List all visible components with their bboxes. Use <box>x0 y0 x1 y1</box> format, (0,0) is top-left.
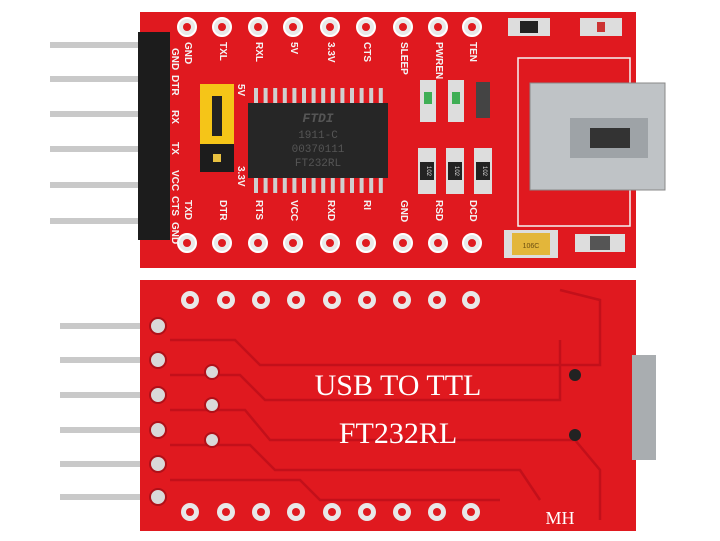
top-board: GND TXL RXL 5V 3.3V CTS SLEEP PWREN TEN TXD DTR RTS… <box>50 12 666 268</box>
chip-brand: FTDI <box>302 111 333 126</box>
bottom-pads <box>149 291 480 521</box>
header-pad <box>149 421 167 439</box>
top-pin-label: TEN <box>467 42 478 62</box>
header-labels: GND DTR RX TX VCC CTS GND <box>169 48 180 244</box>
traces <box>170 288 602 520</box>
tantalum-capacitor <box>512 233 550 255</box>
header-label-tx: TX <box>169 142 180 155</box>
capacitor-code: 106C <box>523 243 540 250</box>
top-pin-label: 3.3V <box>325 42 336 63</box>
header-pad <box>149 386 167 404</box>
top-pin-label: SLEEP <box>398 42 409 75</box>
bottom-pin-label: RSD <box>433 200 444 221</box>
header-pin <box>60 357 160 363</box>
board-title-line-1: USB TO TTL <box>315 369 482 402</box>
header-pin <box>60 392 160 398</box>
top-pin-labels: GND TXL RXL 5V 3.3V CTS SLEEP PWREN TEN TXD DTR RTS… <box>182 42 478 222</box>
bottom-pin-label: DTR <box>217 200 228 221</box>
header-pin <box>50 42 162 48</box>
header-pin <box>60 494 160 500</box>
chip-line-3: 00370111 <box>292 144 345 156</box>
usb-connector-side <box>632 355 656 460</box>
top-pads <box>177 17 482 253</box>
header-pin <box>50 182 162 188</box>
bottom-pin-label: TXD <box>182 200 193 220</box>
bottom-pin-label: RTS <box>253 200 264 220</box>
header-pins <box>50 42 162 224</box>
resistors: 102 102 102 <box>418 148 492 194</box>
top-pin-label: CTS <box>361 42 372 62</box>
chip-line-4: FT232RL <box>295 158 341 170</box>
bottom-pin-label: GND <box>398 200 409 222</box>
bottom-header-pins <box>60 323 160 500</box>
bottom-pin-label: RI <box>361 200 372 210</box>
header-pin <box>50 76 162 82</box>
top-pin-label: GND <box>182 42 193 64</box>
top-pin-label: PWREN <box>433 42 444 79</box>
header-label-cts: CTS <box>169 196 180 216</box>
jumper-label-5v: 5V <box>235 84 246 97</box>
header-pin <box>60 461 160 467</box>
header-pin <box>60 427 160 433</box>
header-pad <box>149 317 167 335</box>
board-title-line-2: FT232RL <box>339 417 457 450</box>
header-pad <box>149 488 167 506</box>
bottom-board: USB TO TTL FT232RL MH <box>60 280 656 531</box>
header-label-gnd2: GND <box>169 222 180 244</box>
chip-line-2: 1911-C <box>298 130 338 142</box>
chip-legs <box>254 88 383 193</box>
ft232rl-chip <box>248 103 388 178</box>
resistor-top <box>476 82 490 118</box>
top-pin-label: 5V <box>288 42 299 55</box>
resistor-code: 102 <box>453 166 459 177</box>
bottom-pin-label: RXD <box>325 200 336 221</box>
pin-header <box>138 32 170 240</box>
top-pin-label: RXL <box>253 42 264 62</box>
maker-mark: MH <box>545 508 574 528</box>
header-pin <box>50 218 162 224</box>
jumper-label-3v3: 3.3V <box>235 166 246 187</box>
header-label-vcc: VCC <box>169 170 180 191</box>
header-pad <box>149 455 167 473</box>
header-label-rx: RX <box>169 110 180 124</box>
bottom-pcb <box>140 280 636 531</box>
top-pin-label: TXL <box>217 42 228 61</box>
bottom-pin-label: DCD <box>467 200 478 222</box>
bottom-pin-label: VCC <box>288 200 299 221</box>
header-label-gnd: GND <box>169 48 180 70</box>
header-pin <box>50 111 162 117</box>
header-pin <box>50 146 162 152</box>
resistor-code: 102 <box>425 166 431 177</box>
header-pad <box>149 351 167 369</box>
header-label-dtr: DTR <box>169 75 180 96</box>
header-pin <box>60 323 160 329</box>
resistor-code: 102 <box>481 166 487 177</box>
